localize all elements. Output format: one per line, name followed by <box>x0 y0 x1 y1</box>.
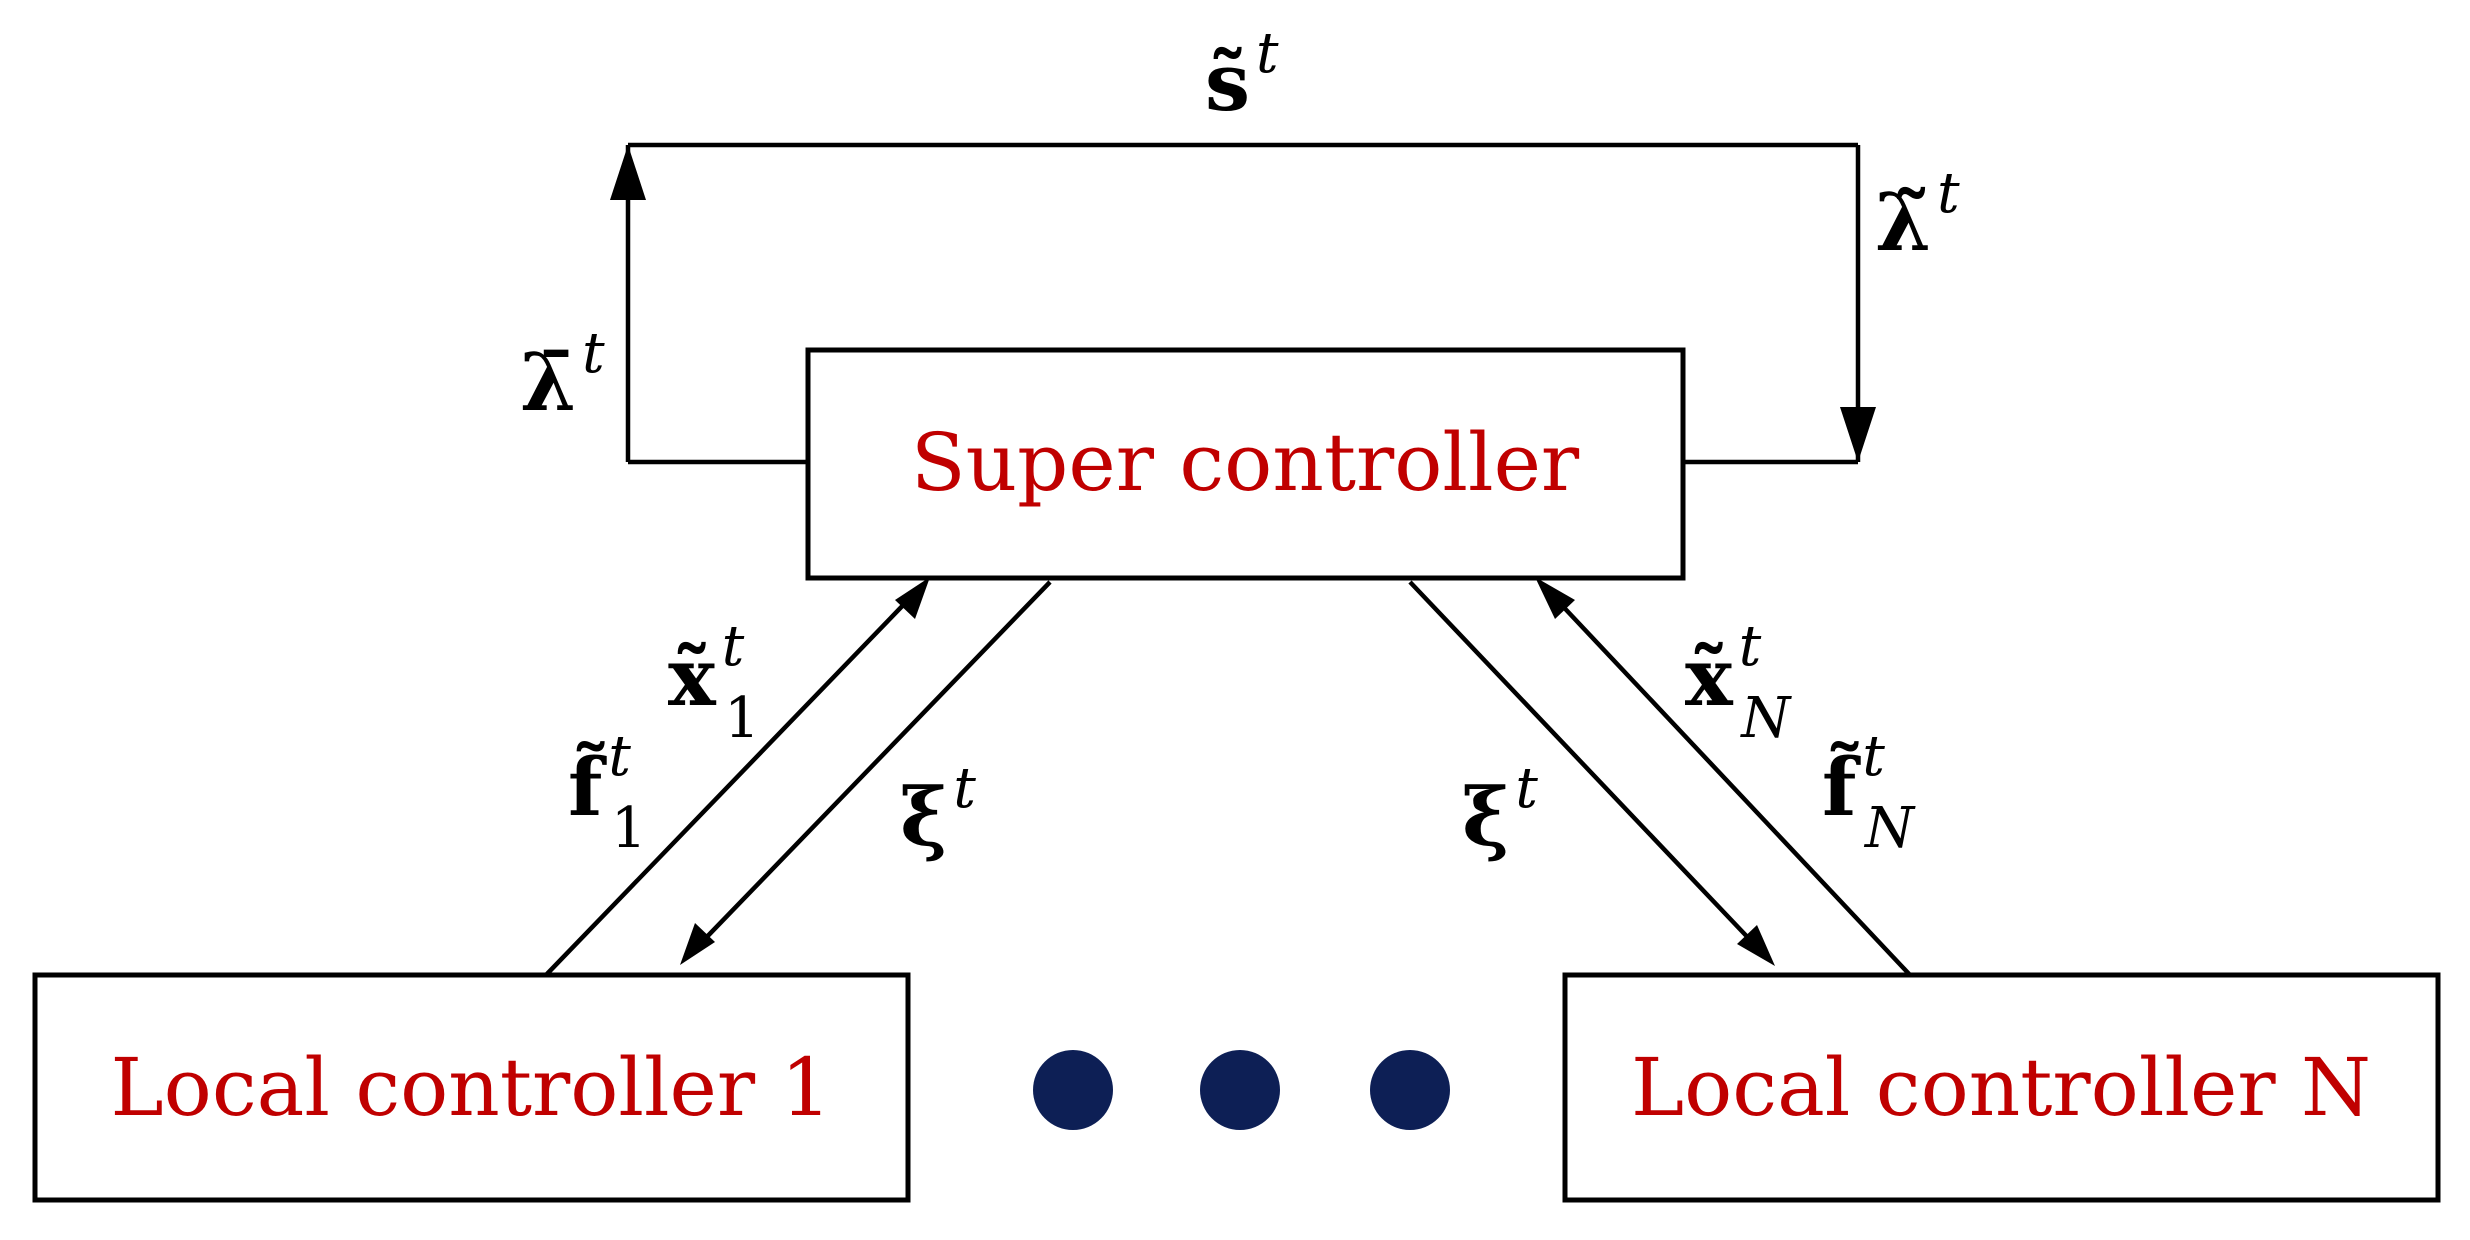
local-controller-n-node: Local controller N <box>1562 972 2441 1203</box>
local-controller-1-label: Local controller 1 <box>111 1041 832 1134</box>
arrow-super-to-localN <box>1408 580 1757 947</box>
arrowhead-up-left <box>610 145 646 200</box>
arrow-local1-to-super <box>544 596 912 977</box>
local-controller-n-label: Local controller N <box>1631 1041 2371 1134</box>
feedback-loop <box>610 142 1876 465</box>
ellipsis-dot <box>1370 1050 1450 1130</box>
label-lambda-tilde: λ̃t <box>1875 161 1960 269</box>
label-s-tilde: s̃t <box>1205 21 1279 129</box>
arrowhead-down-right <box>1840 407 1876 462</box>
arrowhead-super-to-local1 <box>680 923 715 965</box>
arrowhead-localN-to-super <box>1535 577 1575 619</box>
ellipsis-dot <box>1200 1050 1280 1130</box>
arrow-localN-to-super <box>1553 596 1912 977</box>
arrowhead-super-to-localN <box>1737 925 1775 966</box>
ellipsis-dot <box>1033 1050 1113 1130</box>
super-controller-box <box>805 347 1686 581</box>
local-controller-1-box <box>32 972 911 1203</box>
label-lambda-bar: λ̄t <box>520 321 605 429</box>
arrowhead-local1-to-super <box>895 577 930 619</box>
super-controller-label: Super controller <box>911 416 1580 509</box>
local-controller-n-box <box>1562 972 2441 1203</box>
super-controller-node: Super controller <box>805 347 1686 581</box>
right-connectors <box>1408 577 1912 977</box>
left-connectors <box>544 577 1052 977</box>
local-controller-1-node: Local controller 1 <box>32 972 911 1203</box>
ellipsis-dots <box>1033 1050 1450 1130</box>
arrow-super-to-local1 <box>698 580 1052 946</box>
